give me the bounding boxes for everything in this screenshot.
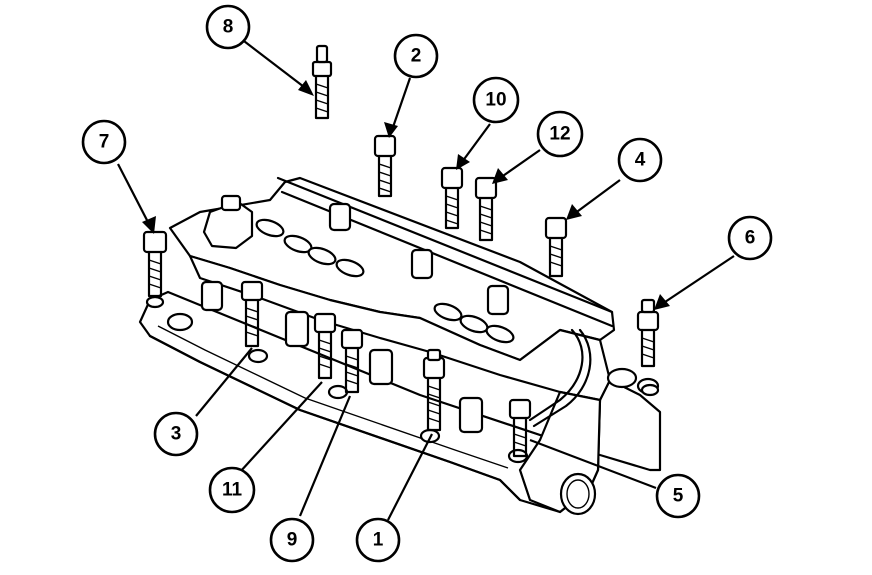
callout-12: 12 [536, 110, 584, 158]
callout-7-label: 7 [99, 132, 110, 153]
bolt-11 [313, 312, 337, 380]
arrow-12 [492, 168, 508, 184]
callout-7: 7 [81, 119, 127, 165]
callout-12-label: 12 [549, 124, 570, 145]
callout-11: 11 [208, 466, 256, 514]
callout-10: 10 [472, 76, 520, 124]
callout-2: 2 [393, 33, 439, 79]
callout-6: 6 [727, 215, 773, 261]
manifold-front-rail [148, 334, 522, 502]
leader-5 [529, 438, 657, 490]
bolt-6 [636, 298, 660, 368]
leader-9 [298, 395, 352, 517]
bolt-8 [311, 44, 333, 120]
bolt-group [142, 44, 660, 458]
bolt-3 [240, 280, 264, 348]
callout-8-label: 8 [223, 17, 234, 38]
callout-5-label: 5 [673, 486, 684, 507]
callout-1-label: 1 [373, 530, 384, 551]
bolt-1 [422, 348, 446, 432]
callout-5: 5 [655, 473, 701, 519]
arrow-10 [456, 154, 470, 170]
leader-4 [573, 179, 621, 215]
callout-10-label: 10 [485, 90, 506, 111]
arrow-2 [384, 122, 398, 138]
leader-3 [195, 347, 253, 417]
fuel-injectors [200, 202, 510, 434]
fuel-line [528, 328, 592, 428]
leader-12 [499, 149, 541, 179]
pressure-regulator-cap [220, 194, 242, 212]
leader-7 [117, 163, 151, 227]
manifold-front-rail-edge [157, 325, 509, 469]
bolt-7 [142, 230, 168, 298]
bolt-9 [340, 328, 364, 394]
bolt-4 [544, 216, 568, 278]
throttle-bore-inner [566, 479, 590, 509]
callout-9-label: 9 [287, 530, 298, 551]
bolt-5 [508, 398, 532, 458]
rear-boss [606, 367, 638, 389]
callout-3: 3 [153, 411, 199, 457]
callout-9: 9 [269, 517, 315, 563]
runner-ports [255, 218, 515, 344]
leader-1 [387, 433, 433, 521]
callout-8: 8 [205, 4, 251, 50]
leader-2 [390, 77, 412, 131]
leader-lines [117, 37, 735, 521]
callout-4-label: 4 [635, 150, 646, 171]
callout-3-label: 3 [171, 424, 182, 445]
callout-2-label: 2 [411, 46, 422, 67]
callout-6-label: 6 [745, 228, 756, 249]
leader-6 [661, 255, 735, 305]
callout-4: 4 [617, 137, 663, 183]
leader-11 [239, 381, 323, 473]
bolt-10 [440, 166, 464, 230]
intake-manifold [138, 176, 662, 516]
leader-10 [461, 123, 491, 163]
arrow-4 [566, 204, 582, 220]
arrow-6 [654, 294, 670, 310]
bolt-12 [474, 176, 498, 242]
callout-1: 1 [355, 517, 401, 563]
arrow-7 [142, 216, 156, 234]
callout-11-label: 11 [222, 480, 243, 501]
arrow-8 [298, 80, 314, 96]
leader-8 [239, 37, 309, 91]
front-boss [166, 312, 194, 332]
bolt-2 [373, 134, 397, 198]
